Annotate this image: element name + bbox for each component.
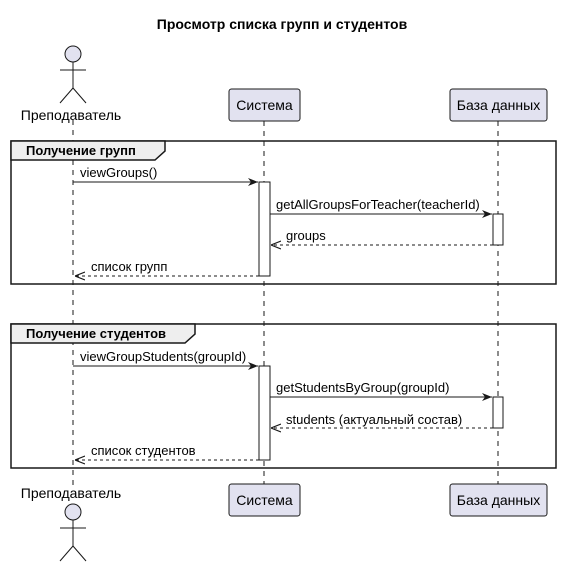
group-frame-border bbox=[10, 323, 557, 469]
message-label: viewGroups() bbox=[80, 165, 157, 180]
message-view-group-students: viewGroupStudents(groupId) bbox=[73, 349, 258, 370]
actor-head-icon bbox=[64, 45, 82, 63]
message-label: students (актуальный состав) bbox=[286, 412, 462, 427]
participant-box-db-top bbox=[449, 88, 548, 122]
activation-db-2 bbox=[492, 396, 504, 429]
participant-label-db-top: База данных bbox=[457, 97, 540, 113]
message-label: список групп bbox=[91, 259, 167, 274]
group-frame-students: Получение студентов bbox=[10, 323, 557, 469]
group-label-groups: Получение групп bbox=[26, 143, 136, 158]
message-label: список студентов bbox=[91, 443, 196, 458]
message-students-list-return: список студентов bbox=[75, 443, 259, 460]
participant-box-db-bottom bbox=[449, 483, 548, 517]
message-get-all-groups: getAllGroupsForTeacher(teacherId) bbox=[270, 197, 492, 218]
message-label: viewGroupStudents(groupId) bbox=[80, 349, 246, 364]
message-groups-list-return: список групп bbox=[75, 259, 259, 276]
participant-box-system-bottom bbox=[228, 483, 301, 517]
activation-db-1 bbox=[492, 213, 504, 246]
group-label-students: Получение студентов bbox=[26, 326, 166, 341]
participant-label-system-bottom: Система bbox=[236, 492, 293, 508]
actor-head-icon bbox=[64, 503, 82, 521]
actor-label-teacher-top: Преподаватель bbox=[21, 107, 121, 123]
actor-teacher-bottom: Преподаватель bbox=[21, 485, 121, 562]
participant-db-bottom: База данных bbox=[449, 483, 548, 517]
group-frame-groups: Получение групп bbox=[10, 140, 557, 285]
group-header-tab bbox=[10, 323, 196, 344]
activation-system-2 bbox=[258, 365, 271, 461]
message-groups-return: groups bbox=[271, 228, 493, 245]
group-frame-border bbox=[10, 140, 557, 285]
participant-system-bottom: Система bbox=[228, 483, 301, 517]
participant-box-system-top bbox=[228, 88, 301, 122]
participant-db-top: База данных bbox=[449, 88, 548, 122]
participant-system-top: Система bbox=[228, 88, 301, 122]
message-label: getStudentsByGroup(groupId) bbox=[276, 380, 449, 395]
participant-label-system-top: Система bbox=[236, 97, 293, 113]
diagram-title: Просмотр списка групп и студентов bbox=[157, 16, 408, 32]
message-view-groups: viewGroups() bbox=[73, 165, 258, 186]
actor-label-teacher-bottom: Преподаватель bbox=[21, 485, 121, 501]
group-header-tab bbox=[10, 140, 166, 161]
message-label: getAllGroupsForTeacher(teacherId) bbox=[276, 197, 480, 212]
participant-label-db-bottom: База данных bbox=[457, 492, 540, 508]
activation-system-1 bbox=[258, 181, 271, 277]
message-get-students-by-group: getStudentsByGroup(groupId) bbox=[270, 380, 492, 401]
message-students-return: students (актуальный состав) bbox=[271, 412, 493, 428]
message-label: groups bbox=[286, 228, 326, 243]
actor-teacher-top: Преподаватель bbox=[21, 45, 121, 123]
